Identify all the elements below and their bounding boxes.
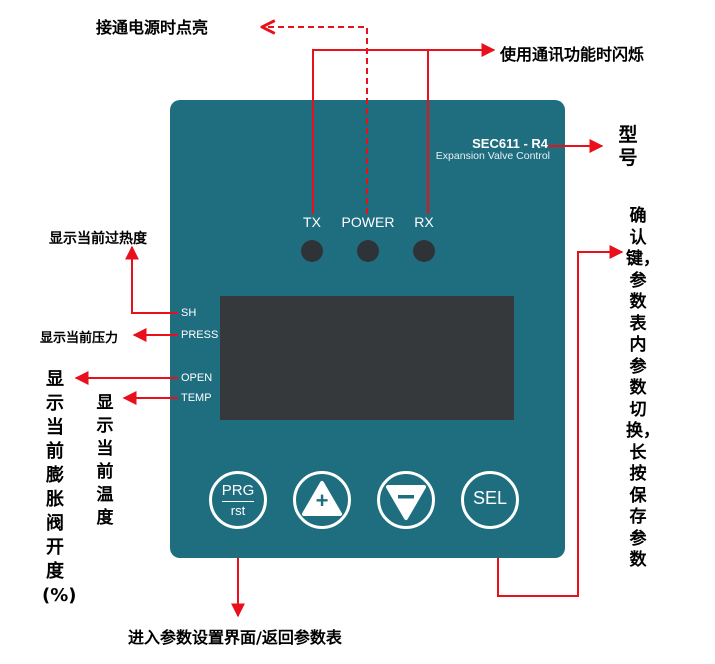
prg-divider xyxy=(222,501,254,502)
led-label-power: POWER xyxy=(341,214,395,230)
annotation-superheat: 显示当前过热度 xyxy=(49,231,147,247)
annotation-comm-flash: 使用通讯功能时闪烁 xyxy=(500,45,645,64)
line-sel xyxy=(497,245,624,597)
indicator-open: OPEN xyxy=(181,372,213,384)
model-name: SEC611 - R4 xyxy=(472,136,548,151)
up-triangle-icon xyxy=(302,481,342,516)
annotation-power-on: 接通电源时点亮 xyxy=(96,18,209,37)
rst-label: rst xyxy=(230,503,246,518)
up-plus: + xyxy=(315,488,329,513)
line-tx xyxy=(312,49,428,214)
annotation-model: 型号 xyxy=(618,124,638,169)
up-button[interactable]: + xyxy=(293,471,351,529)
annotation-prg-function: 进入参数设置界面/返回参数表 xyxy=(128,628,342,647)
prg-label: PRG xyxy=(221,482,255,499)
model-subtitle: Expansion Valve Control xyxy=(435,150,550,162)
annotation-temperature: 显示当前温度 xyxy=(96,393,114,528)
power-led xyxy=(357,240,379,262)
led-label-rx: RX xyxy=(414,214,434,230)
line-rx xyxy=(427,43,496,214)
prg-rst-button[interactable]: PRG rst xyxy=(209,471,267,529)
led-label-tx: TX xyxy=(303,214,321,230)
indicator-sh: SH xyxy=(181,307,197,319)
line-sh xyxy=(125,245,178,314)
annotation-valve-open: 显示当前膨胀阀开度(%) xyxy=(42,369,77,606)
display-screen xyxy=(220,296,514,420)
annotation-sel-function: 确认键，参数表内参数切换，长按保存参数 xyxy=(626,206,660,570)
sel-button[interactable]: SEL xyxy=(461,471,519,529)
down-button[interactable] xyxy=(377,471,435,529)
annotation-pressure: 显示当前压力 xyxy=(40,331,119,346)
line-power xyxy=(262,27,368,214)
tx-led xyxy=(301,240,323,262)
rx-led xyxy=(413,240,435,262)
indicator-temp: TEMP xyxy=(181,392,212,404)
indicator-press: PRESS xyxy=(181,329,219,341)
down-triangle-icon xyxy=(386,485,426,520)
sel-label: SEL xyxy=(472,488,508,508)
